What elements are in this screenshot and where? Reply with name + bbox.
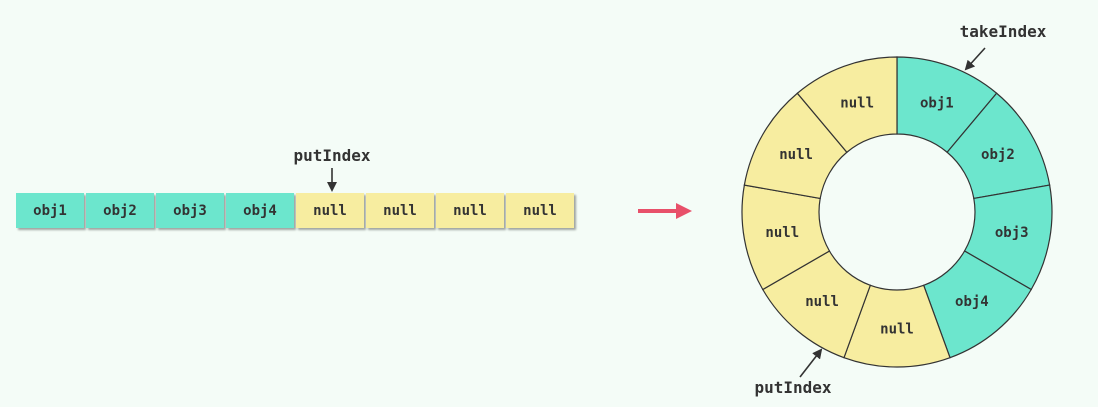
- array-put-index-label: putIndex: [293, 146, 371, 165]
- transition-arrow-icon: [638, 203, 692, 219]
- ring-buffer: obj1 obj2 obj3 obj4 null null null null null: [741, 56, 1053, 368]
- array-cell: null: [506, 193, 574, 228]
- ring-segment-label: null: [880, 322, 914, 338]
- ring-take-index-label: takeIndex: [960, 22, 1047, 41]
- ring-segment-label: null: [779, 147, 813, 163]
- ring-segment-label: null: [805, 294, 839, 310]
- ring-segment: [796, 56, 898, 154]
- array-cell: obj4: [226, 193, 294, 228]
- ring-put-index-label: putIndex: [754, 378, 831, 397]
- array-cell: null: [366, 193, 434, 228]
- ring-segment-label: obj1: [920, 96, 954, 112]
- array-cell: obj1: [16, 193, 84, 228]
- array-cell: null: [296, 193, 364, 228]
- ring-segment-label: null: [765, 225, 799, 241]
- array-cell: obj3: [156, 193, 224, 228]
- array-cell: obj2: [86, 193, 154, 228]
- ring-put-index-arrow: [799, 348, 823, 378]
- ring-segment-label: obj2: [981, 147, 1015, 163]
- ring-take-index-arrow: [964, 47, 986, 71]
- linear-array: obj1 obj2 obj3 obj4 null null null null: [16, 193, 576, 228]
- ring-segment-label: obj4: [955, 294, 989, 310]
- ring-segment-label: obj3: [995, 225, 1029, 241]
- array-cell: null: [436, 193, 504, 228]
- ring-segment-label: null: [840, 96, 874, 112]
